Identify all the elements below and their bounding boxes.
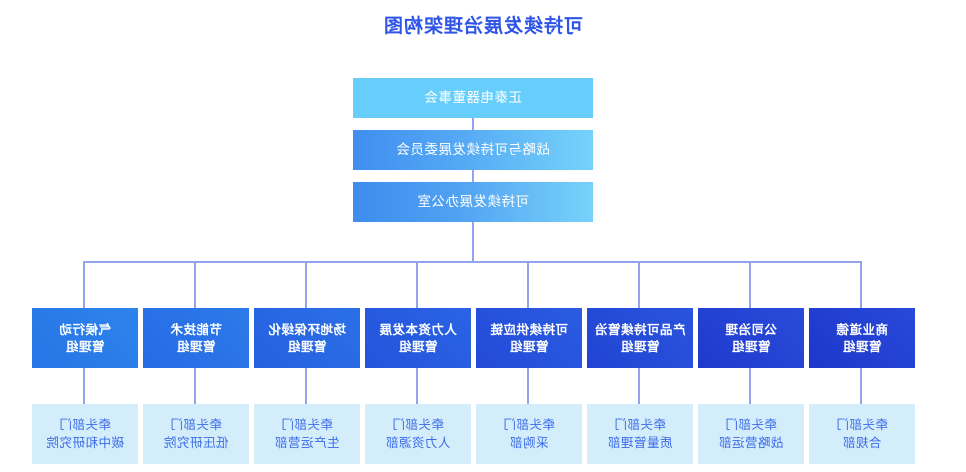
dept-title-8: 气候行动	[59, 322, 112, 337]
leader-name-3: 质量管理部	[607, 435, 673, 450]
leader-name-7: 低压研究院	[163, 435, 229, 450]
node-board-of-directors[interactable]: 正泰电器董事会	[353, 78, 593, 118]
dept-title-5: 人力资本发展	[379, 322, 458, 337]
page-title: 可持续发展治理架构图	[383, 15, 584, 37]
leader-box-4[interactable]: 牵头部门 采购部	[476, 404, 582, 464]
leader-box-1[interactable]: 牵头部门 合规部	[809, 404, 915, 464]
leader-box-2[interactable]: 牵头部门 战略营运部	[698, 404, 804, 464]
dept-box-7[interactable]: 节能技术 管理组	[143, 308, 249, 368]
leader-box-7[interactable]: 牵头部门 低压研究院	[143, 404, 249, 464]
leader-box-3[interactable]: 牵头部门 质量管理部	[587, 404, 693, 464]
dept-suffix-6: 管理组	[287, 339, 327, 354]
dept-title-3: 产品可持续管治	[594, 322, 686, 337]
connector-dept-leader-1	[860, 368, 862, 404]
connector-level3-stem	[472, 222, 474, 262]
leader-prefix-1: 牵头部门	[836, 417, 889, 432]
leader-box-6[interactable]: 牵头部门 生产运营部	[254, 404, 360, 464]
connector-dept-leader-5	[416, 368, 418, 404]
dept-title-1: 商业道德	[836, 322, 889, 337]
dept-suffix-1: 管理组	[842, 339, 882, 354]
dept-suffix-7: 管理组	[176, 339, 216, 354]
connector-dept-leader-2	[749, 368, 751, 404]
node-sustainability-office[interactable]: 可持续发展办公室	[353, 182, 593, 222]
leader-prefix-8: 牵头部门	[59, 417, 112, 432]
connector-bus-dept-5	[416, 261, 418, 308]
leader-prefix-4: 牵头部门	[503, 417, 556, 432]
connector-bus-dept-4	[527, 261, 529, 308]
connector-dept-leader-3	[638, 368, 640, 404]
connector-dept-leader-4	[527, 368, 529, 404]
connector-level1-level2	[472, 118, 474, 130]
leader-name-1: 合规部	[842, 435, 882, 450]
connector-bus-dept-7	[194, 261, 196, 308]
dept-box-5[interactable]: 人力资本发展 管理组	[365, 308, 471, 368]
leader-prefix-2: 牵头部门	[725, 417, 778, 432]
leader-prefix-5: 牵头部门	[392, 417, 445, 432]
leader-name-4: 采购部	[509, 435, 549, 450]
connector-dept-leader-8	[83, 368, 85, 404]
dept-box-2[interactable]: 公司治理 管理组	[698, 308, 804, 368]
dept-box-4[interactable]: 可持续供应链 管理组	[476, 308, 582, 368]
leader-name-5: 人力资源部	[385, 435, 451, 450]
dept-suffix-4: 管理组	[509, 339, 549, 354]
leader-name-2: 战略营运部	[718, 435, 784, 450]
dept-suffix-5: 管理组	[398, 339, 438, 354]
connector-bus-dept-2	[749, 261, 751, 308]
leader-name-6: 生产运营部	[274, 435, 340, 450]
leader-prefix-6: 牵头部门	[281, 417, 334, 432]
dept-box-3[interactable]: 产品可持续管治 管理组	[587, 308, 693, 368]
dept-box-1[interactable]: 商业道德 管理组	[809, 308, 915, 368]
leader-box-5[interactable]: 牵头部门 人力资源部	[365, 404, 471, 464]
dept-box-8[interactable]: 气候行动 管理组	[32, 308, 138, 368]
dept-title-2: 公司治理	[725, 322, 778, 337]
connector-bus-dept-6	[305, 261, 307, 308]
dept-title-6: 场地环保绿化	[268, 322, 347, 337]
leader-prefix-3: 牵头部门	[614, 417, 667, 432]
dept-suffix-2: 管理组	[731, 339, 771, 354]
leader-name-8: 碳中和研究院	[46, 435, 125, 450]
dept-suffix-8: 管理组	[65, 339, 105, 354]
dept-box-6[interactable]: 场地环保绿化 管理组	[254, 308, 360, 368]
connector-bus-dept-3	[638, 261, 640, 308]
connector-level2-level3	[472, 170, 474, 182]
dept-title-4: 可持续供应链	[490, 322, 569, 337]
leader-prefix-7: 牵头部门	[170, 417, 223, 432]
connector-bus-dept-8	[83, 261, 85, 308]
connector-dept-leader-7	[194, 368, 196, 404]
leader-box-8[interactable]: 牵头部门 碳中和研究院	[32, 404, 138, 464]
dept-suffix-3: 管理组	[620, 339, 660, 354]
connector-dept-leader-6	[305, 368, 307, 404]
connector-horizontal-bus	[84, 261, 862, 263]
node-strategy-sustainability-committee[interactable]: 战略与可持续发展委员会	[353, 130, 593, 170]
connector-bus-dept-1	[860, 261, 862, 308]
dept-title-7: 节能技术	[170, 322, 223, 337]
